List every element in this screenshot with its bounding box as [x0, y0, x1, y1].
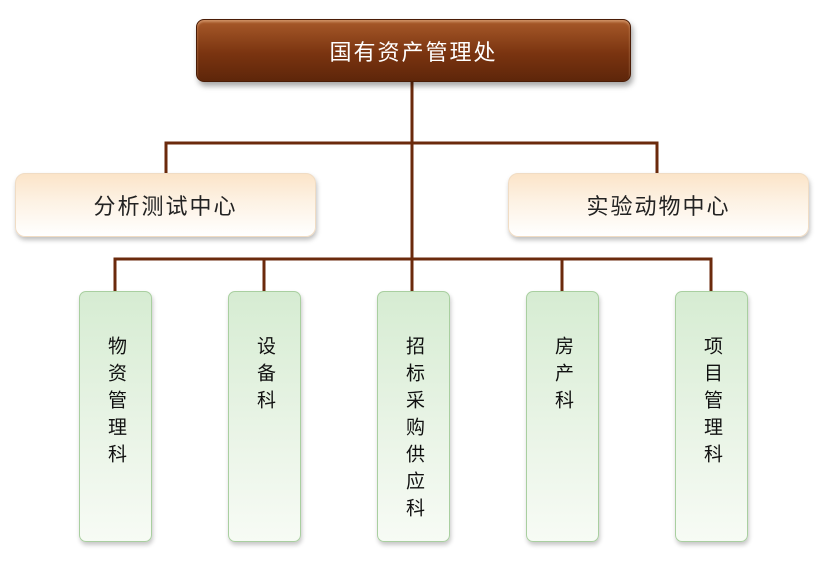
- dept-node-label: 招标采购供应科: [403, 336, 425, 525]
- dept-node-property: 房产科: [526, 291, 599, 542]
- root-node-label: 国有资产管理处: [329, 40, 498, 66]
- center-node-label: 分析测试中心: [93, 195, 238, 220]
- dept-node-equipment: 设备科: [228, 291, 301, 542]
- dept-node-label: 项目管理科: [701, 336, 723, 471]
- root-node: 国有资产管理处: [196, 19, 631, 82]
- center-node-analysis: 分析测试中心: [15, 173, 316, 237]
- dept-node-label: 设备科: [254, 336, 276, 417]
- dept-node-label: 物资管理科: [105, 336, 127, 471]
- dept-node-label: 房产科: [552, 336, 574, 417]
- center-node-label: 实验动物中心: [586, 195, 731, 220]
- center-node-animal: 实验动物中心: [508, 173, 809, 237]
- dept-node-projects: 项目管理科: [675, 291, 748, 542]
- dept-node-materials: 物资管理科: [79, 291, 152, 542]
- dept-node-procurement: 招标采购供应科: [377, 291, 450, 542]
